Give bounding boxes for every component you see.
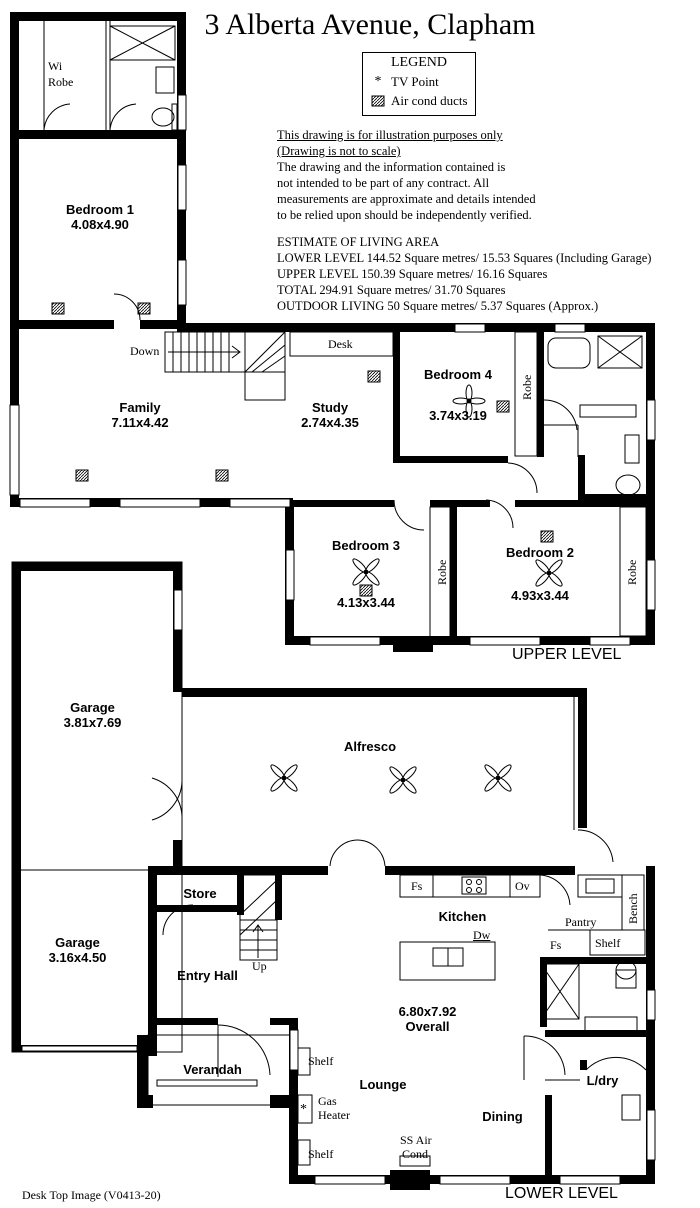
ss-air-cond-label: Cond <box>402 1147 429 1161</box>
fridge-space-label: Fs <box>550 938 562 952</box>
room-entry-hall: Entry Hall <box>177 968 238 983</box>
wi-robe-label: Wi <box>48 59 63 73</box>
ceiling-fan-icon <box>535 559 563 587</box>
robe-label: Robe <box>625 559 639 585</box>
area-estimate: ESTIMATE OF LIVING AREA LOWER LEVEL 144.… <box>277 234 697 314</box>
room-kitchen: Kitchen <box>438 909 487 924</box>
room-name: Bedroom 4 <box>424 367 492 382</box>
gas-heater-label: Gas <box>318 1094 337 1108</box>
ceiling-fan-icon <box>452 384 486 418</box>
air-duct-icon <box>137 302 151 315</box>
wi-robe-label: Robe <box>48 75 74 89</box>
bench-label: Bench <box>626 893 640 924</box>
room-size: 7.11x4.42 <box>111 415 169 430</box>
room-name: Family <box>119 400 161 415</box>
room-study: Study 2.74x4.35 <box>290 400 370 430</box>
tv-point-icon: * <box>300 1102 307 1117</box>
room-name: Bedroom 2 <box>506 545 574 560</box>
room-size: 3.16x4.50 <box>48 950 107 965</box>
legend-label: TV Point <box>391 74 439 89</box>
legend-label: Air cond ducts <box>391 93 468 108</box>
room-size: 3.81x7.69 <box>63 715 122 730</box>
ceiling-fan-icon <box>352 558 380 586</box>
room-name: Overall <box>405 1019 450 1034</box>
legend-title: LEGEND <box>391 55 447 70</box>
lower-level-label: LOWER LEVEL <box>505 1185 618 1202</box>
room-garage-1: Garage 3.81x7.69 <box>40 700 145 730</box>
room-verandah: Verandah <box>183 1062 242 1077</box>
estimate-total: TOTAL 294.91 Square metres/ 31.70 Square… <box>277 283 506 297</box>
room-overall: 6.80x7.92 Overall <box>385 1004 470 1034</box>
estimate-upper: UPPER LEVEL 150.39 Square metres/ 16.16 … <box>277 267 548 281</box>
upper-level-label: UPPER LEVEL <box>512 646 622 663</box>
room-bedroom-1: Bedroom 1 4.08x4.90 <box>40 202 160 232</box>
robe-label: Robe <box>520 374 534 400</box>
shelf-label: Shelf <box>595 936 621 950</box>
fridge-space-label: Fs <box>411 879 423 893</box>
tv-point-icon: * <box>374 74 382 89</box>
disclaimer-line: to be relied upon should be independentl… <box>277 208 532 222</box>
legend-item: * TV Point <box>363 74 475 90</box>
room-garage-2: Garage 3.16x4.50 <box>25 935 130 965</box>
disclaimer: This drawing is for illustration purpose… <box>277 127 697 223</box>
air-duct-icon <box>359 584 373 597</box>
estimate-outdoor: OUTDOOR LIVING 50 Square metres/ 5.37 Sq… <box>277 299 599 313</box>
disclaimer-line: This drawing is for illustration purpose… <box>277 128 503 142</box>
desk-label: Desk <box>328 337 353 351</box>
estimate-lower: LOWER LEVEL 144.52 Square metres/ 15.53 … <box>277 251 652 265</box>
shelf-label: Shelf <box>308 1054 334 1068</box>
room-size: 6.80x7.92 <box>398 1004 457 1019</box>
air-duct-icon <box>367 370 381 383</box>
legend: LEGEND * TV Point Air cond ducts <box>362 52 476 116</box>
disclaimer-line: The drawing and the information containe… <box>277 160 506 174</box>
room-size: 4.08x4.90 <box>71 217 129 232</box>
gas-heater-label: Heater <box>318 1108 350 1122</box>
room-dining: Dining <box>482 1109 523 1124</box>
room-alfresco: Alfresco <box>343 739 397 754</box>
ceiling-fan-icon <box>270 764 298 792</box>
room-name: Study <box>311 400 349 415</box>
disclaimer-line: measurements are approximate and details… <box>277 192 536 206</box>
room-bedroom-2: Bedroom 2 4.93x3.44 <box>490 545 590 603</box>
page-title: 3 Alberta Avenue, Clapham <box>204 8 536 41</box>
air-duct-icon <box>215 469 229 482</box>
room-pantry: Pantry <box>565 915 597 929</box>
shelf-label: Shelf <box>308 1147 334 1161</box>
room-size: 2.74x4.35 <box>301 415 359 430</box>
room-bedroom-4: Bedroom 4 3.74x3.19 <box>408 367 508 423</box>
room-store: Store <box>183 886 217 901</box>
room-size: 3.74x3.19 <box>429 408 487 423</box>
oven-label: Ov <box>515 879 530 893</box>
ceiling-fan-icon <box>389 766 417 794</box>
room-family: Family 7.11x4.42 <box>90 400 190 430</box>
room-size: 4.13x3.44 <box>337 595 395 610</box>
room-size: 4.93x3.44 <box>511 588 569 603</box>
room-name: Garage <box>55 935 100 950</box>
dishwasher-label: Dw <box>473 928 491 942</box>
stairs-up-label: Up <box>252 959 267 973</box>
stairs-down-label: Down <box>130 344 160 358</box>
ceiling-fan-icon <box>484 764 512 792</box>
footer-note: Desk Top Image (V0413-20) <box>22 1188 161 1202</box>
estimate-heading: ESTIMATE OF LIVING AREA <box>277 235 440 249</box>
room-bedroom-3: Bedroom 3 4.13x3.44 <box>316 538 416 610</box>
air-duct-icon <box>496 400 510 413</box>
room-lounge: Lounge <box>359 1077 407 1092</box>
disclaimer-line: not intended to be part of any contract.… <box>277 176 490 190</box>
air-duct-icon <box>51 302 65 315</box>
air-duct-icon <box>371 95 385 107</box>
ss-air-cond-label: SS Air <box>400 1133 432 1147</box>
room-name: Bedroom 1 <box>66 202 134 217</box>
room-name: Bedroom 3 <box>332 538 400 553</box>
air-duct-icon <box>75 469 89 482</box>
legend-item: Air cond ducts <box>363 93 475 109</box>
room-laundry: L/dry <box>586 1073 619 1088</box>
robe-label: Robe <box>435 559 449 585</box>
room-name: Garage <box>70 700 115 715</box>
disclaimer-line: (Drawing is not to scale) <box>277 144 401 158</box>
air-duct-icon <box>540 530 554 543</box>
